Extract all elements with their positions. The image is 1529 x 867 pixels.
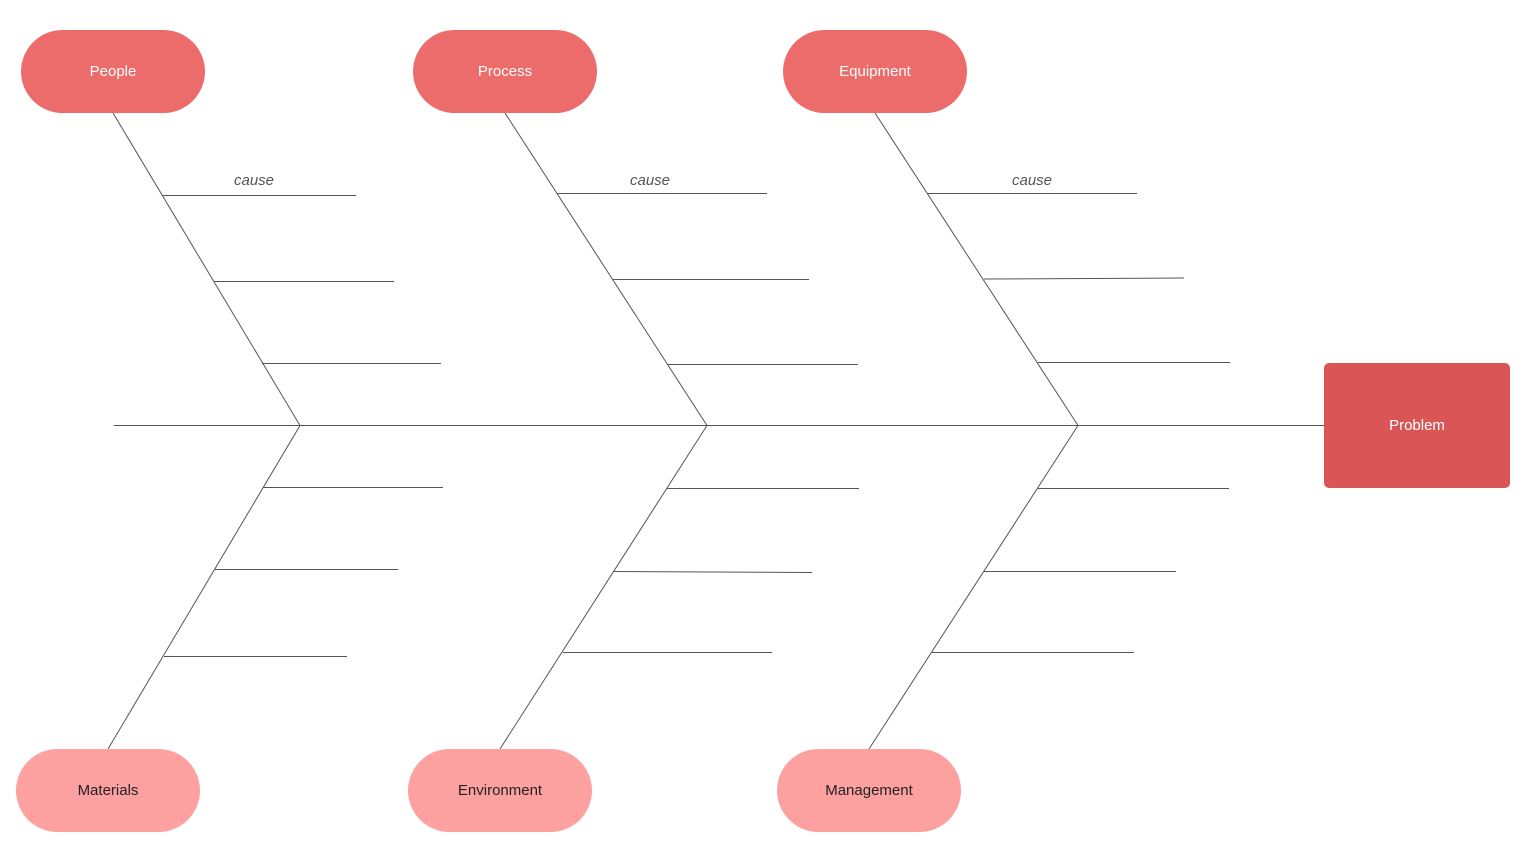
category-environment[interactable]: Environment [408, 749, 592, 832]
category-people-label: People [89, 63, 137, 80]
cause-line-equipment-2 [983, 277, 1185, 280]
bone-process [504, 112, 708, 426]
bone-equipment [874, 112, 1079, 426]
cause-label-process: cause [630, 172, 671, 189]
category-management[interactable]: Management [777, 749, 961, 832]
problem-label: Problem [1389, 417, 1445, 434]
category-equipment[interactable]: Equipment [783, 30, 967, 113]
problem-box[interactable]: Problem [1324, 363, 1510, 488]
cause-label-people: cause [234, 172, 275, 189]
bone-management [868, 425, 1079, 750]
bone-environment [499, 425, 708, 750]
cause-line-environment-2 [613, 571, 813, 573]
category-process-label: Process [477, 63, 533, 80]
category-people[interactable]: People [21, 30, 205, 113]
category-management-label: Management [825, 782, 913, 799]
category-environment-label: Environment [457, 782, 543, 799]
category-materials-label: Materials [77, 782, 139, 799]
cause-label-equipment: cause [1012, 172, 1053, 189]
bone-materials [107, 425, 301, 750]
category-equipment-label: Equipment [839, 63, 911, 80]
category-process[interactable]: Process [413, 30, 597, 113]
category-materials[interactable]: Materials [16, 749, 200, 832]
bone-people [112, 112, 301, 426]
